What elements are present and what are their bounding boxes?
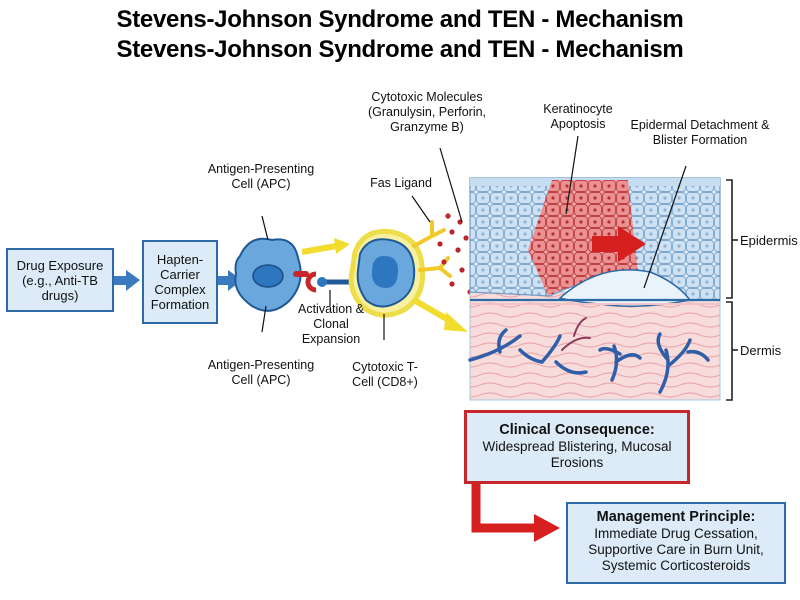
title-line-2: Stevens-Johnson Syndrome and TEN - Mecha… — [116, 36, 684, 63]
apc-cell — [234, 237, 302, 312]
detachment-label: Epidermal Detachment & Blister Formation — [630, 118, 770, 147]
arrow-apc-to-tcell — [301, 238, 350, 255]
dermis-label: Dermis — [740, 343, 782, 358]
tcell-label: Cytotoxic T-Cell (CD8+) — [352, 360, 418, 389]
skin-section — [469, 177, 721, 401]
hapten-complex-box: Hapten-Carrier Complex Formation — [142, 240, 218, 324]
cytotoxic-molecules-label: Cytotoxic Molecules (Granulysin, Perfori… — [367, 90, 487, 134]
management-heading: Management Principle: — [596, 509, 756, 525]
apc-label-bottom: Antigen-Presenting Cell (APC) — [207, 358, 315, 387]
cytotoxic-tcell — [348, 228, 426, 318]
arrow-tcell-to-skin — [412, 297, 468, 332]
apc-label-top: Antigen-Presenting Cell (APC) — [207, 162, 315, 191]
activation-label: Activation & Clonal Expansion — [297, 302, 364, 346]
detachment-arrow — [592, 226, 646, 262]
blood-vessels — [468, 317, 710, 394]
arrow-clinical-to-management — [471, 484, 560, 542]
keratinocyte-apoptosis-label: Keratinocyte Apoptosis — [543, 102, 613, 131]
fas-ligand-label: Fas Ligand — [370, 176, 432, 190]
clinical-body: Widespread Blistering, Mucosal Erosions — [482, 439, 672, 470]
drug-exposure-box: Drug Exposure (e.g., Anti-TB drugs) — [6, 248, 114, 312]
clinical-consequence-box: Clinical Consequence: Widespread Blister… — [464, 410, 690, 484]
tcr-mhc-interaction — [293, 271, 350, 293]
arrow-drug-to-hapten — [114, 270, 140, 291]
title-line-1: Stevens-Johnson Syndrome and TEN - Mecha… — [116, 6, 684, 33]
management-principle-box: Management Principle: Immediate Drug Ces… — [566, 502, 786, 584]
epidermis-label: Epidermis — [740, 233, 798, 248]
layer-brackets — [726, 179, 738, 401]
leader-lines — [261, 135, 687, 340]
management-body: Immediate Drug Cessation, Supportive Car… — [588, 526, 764, 573]
clinical-heading: Clinical Consequence: — [499, 422, 655, 438]
